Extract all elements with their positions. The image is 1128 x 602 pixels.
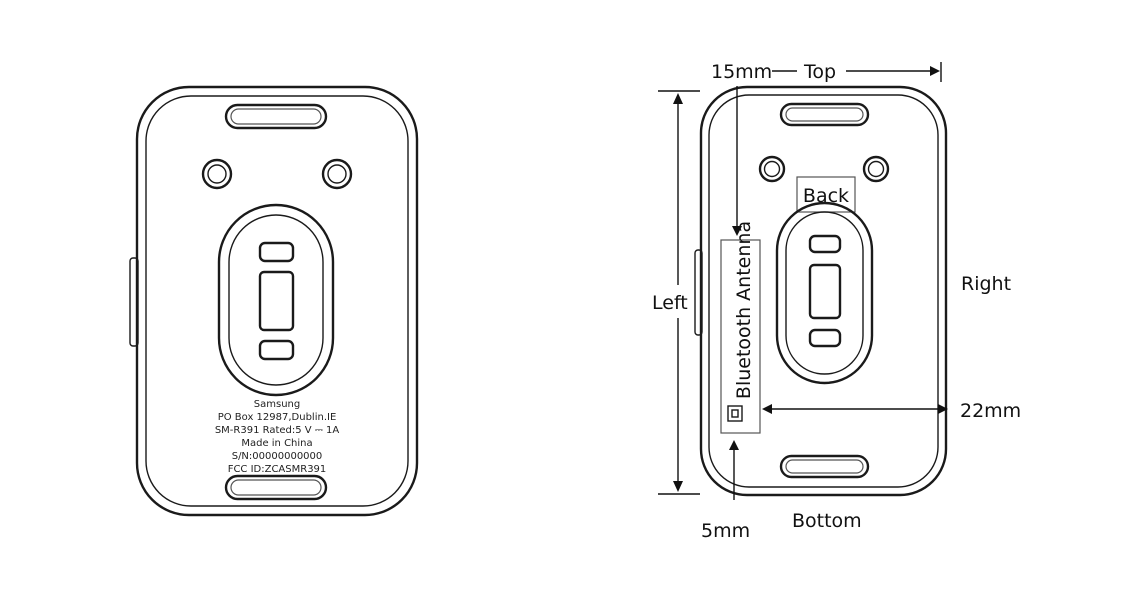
right-device-side-button <box>694 249 703 336</box>
right-device-top-slot <box>779 102 870 127</box>
left-device-regulatory-label: Samsung PO Box 12987,Dublin.IE SM-R391 R… <box>215 399 340 475</box>
right-device: Back Bluetooth Antenna <box>694 85 948 497</box>
left-device-sensor-inner <box>228 214 324 386</box>
left-device: Samsung PO Box 12987,Dublin.IE SM-R391 R… <box>129 85 419 517</box>
dimension-right-offset: 22mm <box>960 400 1021 422</box>
dimension-annotations: 15mm Top Left Right 22mm 5mm Bottom <box>652 61 1021 542</box>
right-device-outer-shell <box>699 85 948 497</box>
label-line-address: PO Box 12987,Dublin.IE <box>218 412 337 423</box>
antenna-label: Bluetooth Antenna <box>733 221 755 399</box>
right-device-sensor-window-top <box>808 234 842 254</box>
left-device-sensor-window-bottom <box>258 339 295 361</box>
top-label: Top <box>803 61 836 83</box>
dimension-bottom-offset: 5mm <box>701 520 750 542</box>
right-device-sensor-window-middle <box>808 263 842 320</box>
right-device-sensor-inner <box>785 211 864 375</box>
label-line-serial: S/N:00000000000 <box>232 451 323 462</box>
left-device-sensor-window-top <box>258 241 295 263</box>
left-device-screw-hole-right <box>321 158 353 190</box>
right-device-screw-hole-right <box>862 155 890 183</box>
bottom-label: Bottom <box>792 510 862 532</box>
left-device-side-button <box>129 257 139 347</box>
left-device-sensor-outer <box>217 203 335 397</box>
left-device-bottom-slot <box>224 474 328 501</box>
left-device-screw-hole-left <box>201 158 233 190</box>
left-device-sensor-window-middle <box>258 270 295 332</box>
left-label: Left <box>652 292 688 314</box>
back-label: Back <box>803 185 849 207</box>
label-line-origin: Made in China <box>241 438 312 449</box>
dimension-top-offset: 15mm <box>711 61 772 83</box>
right-device-screw-hole-left <box>758 155 786 183</box>
right-label: Right <box>961 273 1011 295</box>
right-device-bottom-slot <box>779 454 870 479</box>
left-device-outer-shell <box>135 85 419 517</box>
left-device-top-slot <box>224 103 328 130</box>
antenna-region-box <box>720 239 761 434</box>
right-device-sensor-outer <box>775 201 874 385</box>
right-device-sensor-window-bottom <box>808 328 842 348</box>
antenna-element-marker <box>727 405 743 422</box>
right-device-inner-edge <box>708 94 939 488</box>
label-line-model-rating: SM-R391 Rated:5 V ⎓ 1A <box>215 425 340 436</box>
label-line-manufacturer: Samsung <box>254 399 300 410</box>
label-line-fcc-id: FCC ID:ZCASMR391 <box>228 464 327 475</box>
left-device-inner-edge <box>145 95 409 507</box>
